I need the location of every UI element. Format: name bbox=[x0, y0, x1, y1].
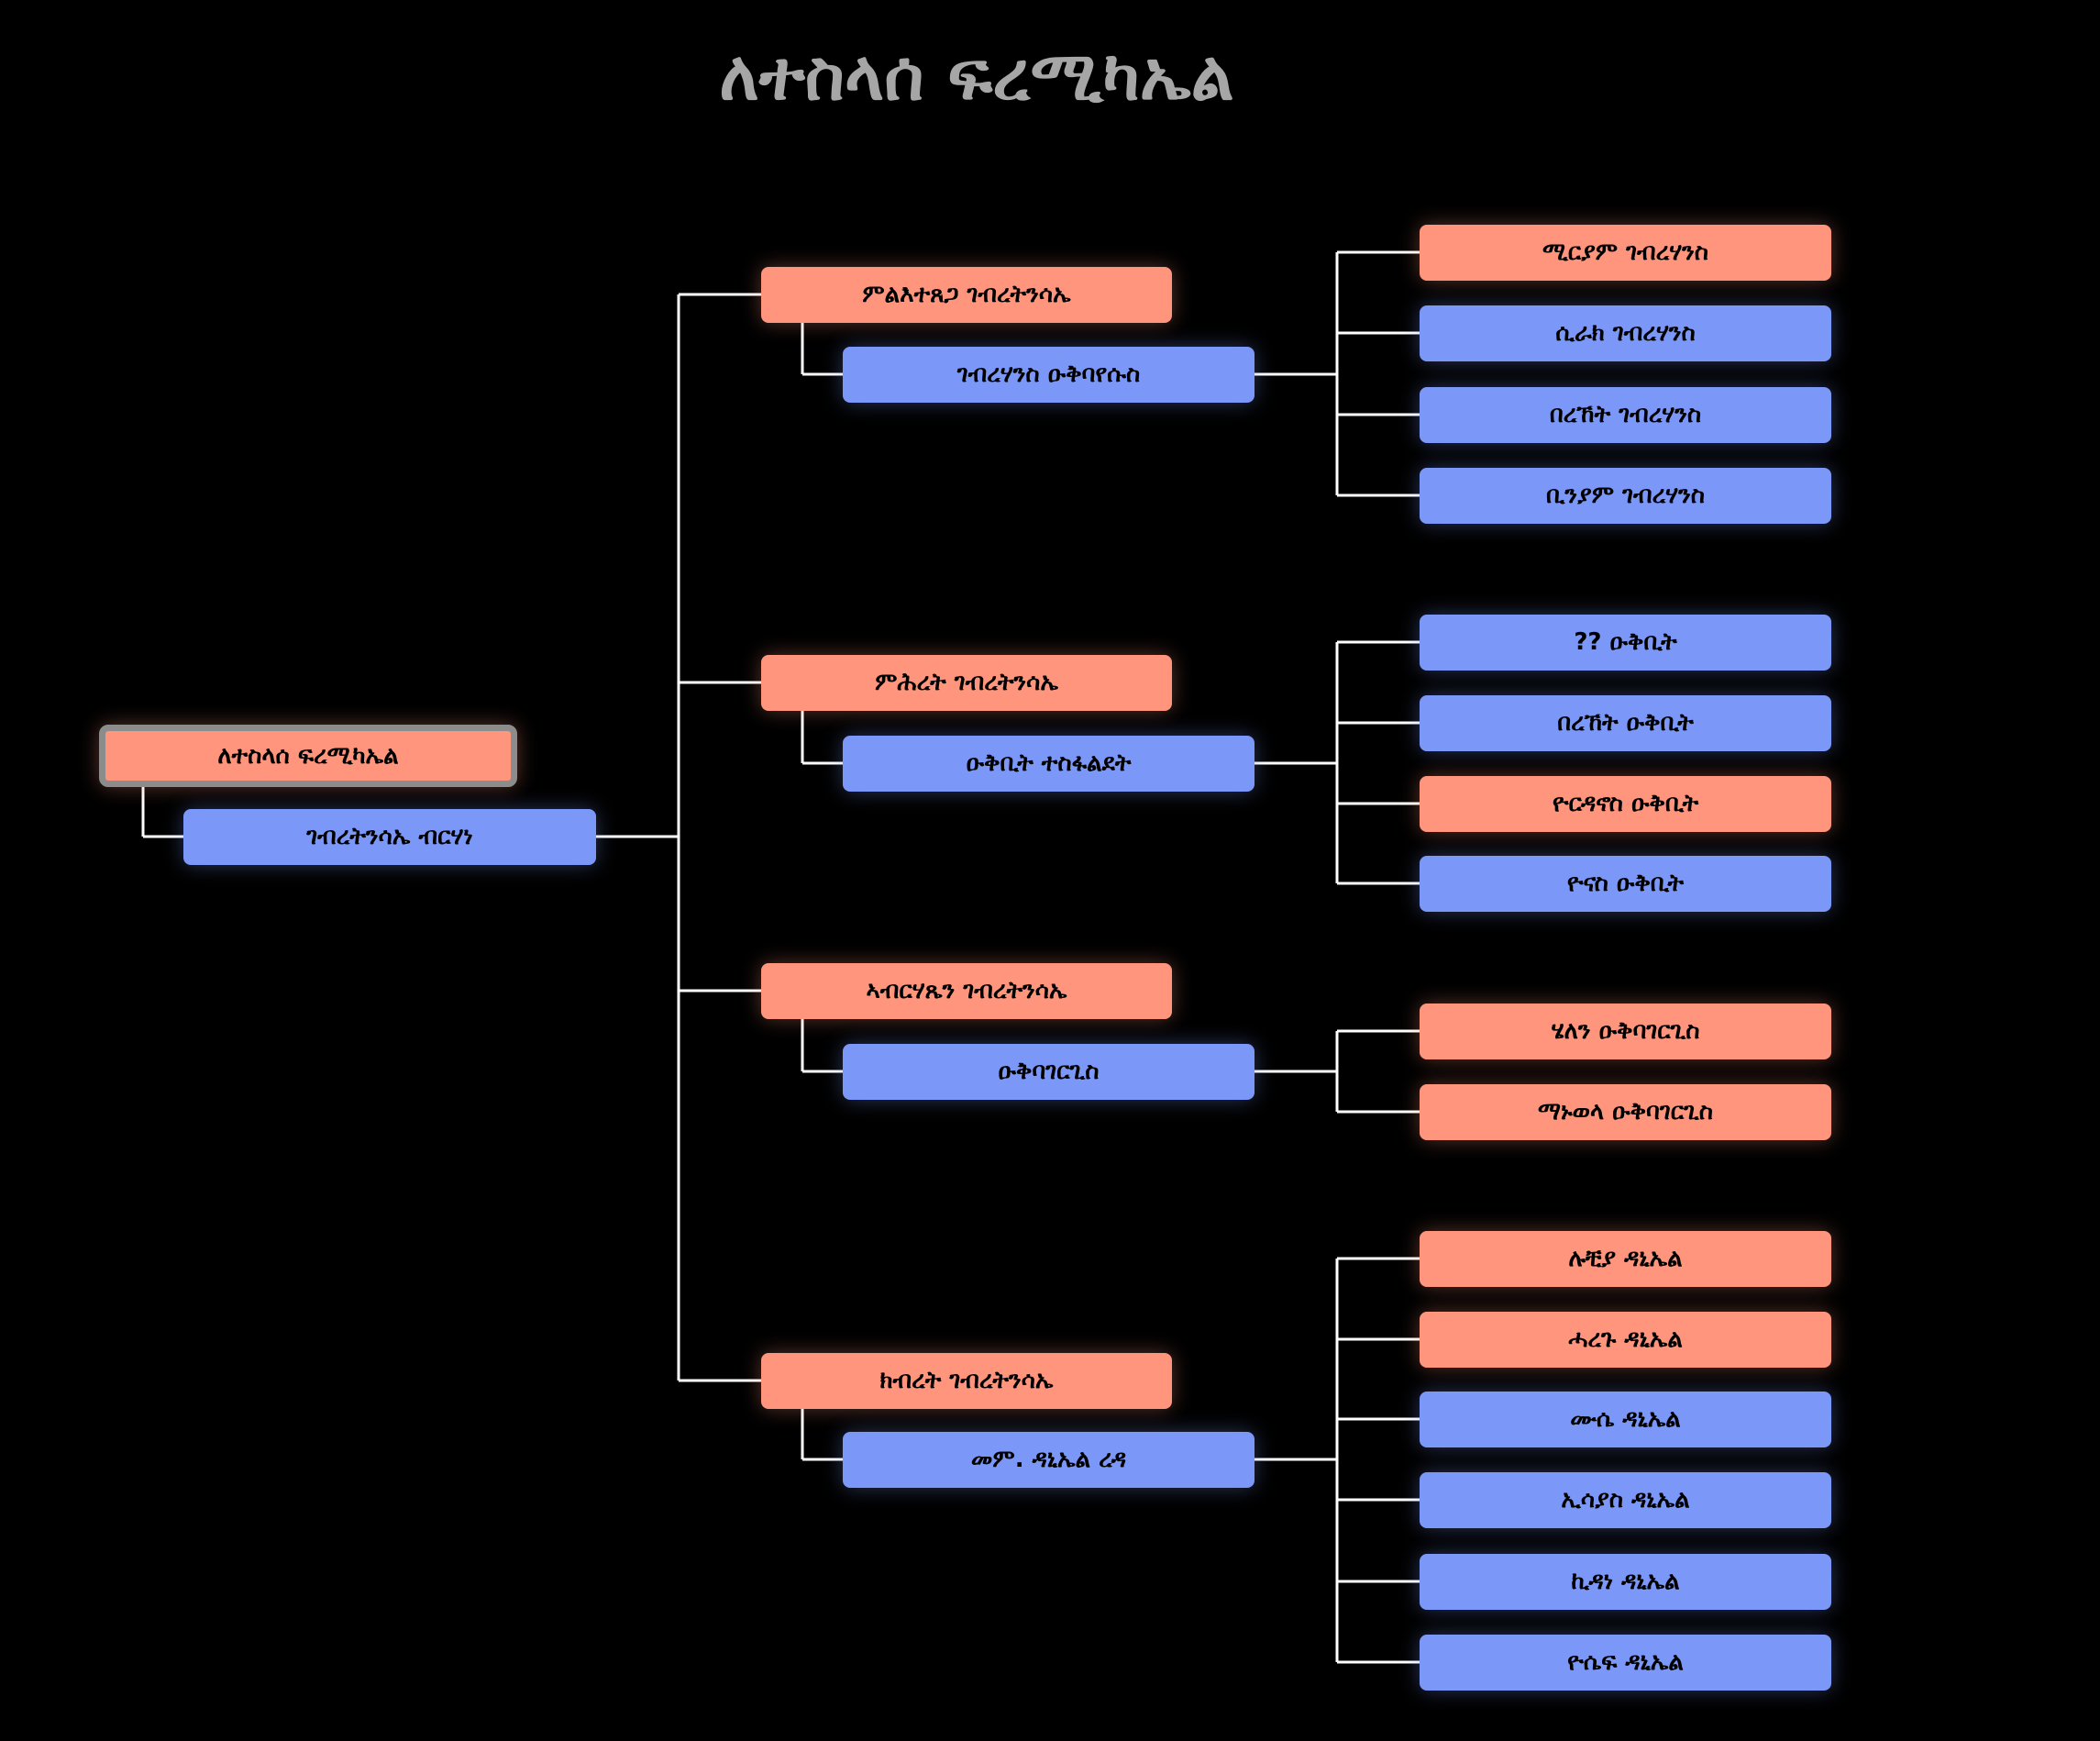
person-name: ኪዳነ ዳኒኤል bbox=[1571, 1568, 1680, 1595]
person-name: ኢሳያስ ዳኒኤል bbox=[1561, 1486, 1690, 1514]
person-name: ኣብርሃጼን ገብረትንሳኤ bbox=[866, 977, 1067, 1004]
grandchild-box[interactable]: ሚርያም ገብረሃንስ bbox=[1420, 225, 1831, 281]
grandchild-box[interactable]: ሲራክ ገብረሃንስ bbox=[1420, 305, 1831, 361]
person-name: ሓረጉ ዳኒኤል bbox=[1568, 1325, 1683, 1353]
person-name: ገብረትንሳኤ ብርሃነ bbox=[306, 823, 473, 850]
person-name: ምሕረት ገብረትንሳኤ bbox=[875, 669, 1058, 696]
root-spouse-box[interactable]: ገብረትንሳኤ ብርሃነ bbox=[183, 809, 596, 865]
child-box[interactable]: ምልእተጸጋ ገብረትንሳኤ bbox=[761, 267, 1172, 323]
child-spouse-box[interactable]: መም. ዳኒኤል ረዳ bbox=[843, 1432, 1254, 1488]
child-box[interactable]: ኣብርሃጼን ገብረትንሳኤ bbox=[761, 963, 1172, 1019]
person-name: ገብረሃንስ ዑቅባየሱስ bbox=[956, 360, 1141, 388]
grandchild-box[interactable]: ሙሴ ዳኒኤል bbox=[1420, 1392, 1831, 1447]
grandchild-box[interactable]: ሄለን ዑቅባገርጊስ bbox=[1420, 1004, 1831, 1059]
root-person-box[interactable]: ለተስላሰ ፍረሚካኤል bbox=[99, 725, 517, 787]
person-name: ማኑወላ ዑቅባገርጊስ bbox=[1537, 1098, 1714, 1126]
person-name: ምልእተጸጋ ገብረትንሳኤ bbox=[862, 281, 1071, 308]
child-box[interactable]: ምሕረት ገብረትንሳኤ bbox=[761, 655, 1172, 711]
chart-title: ለተስላሰ ፍረሚካኤል bbox=[719, 37, 1234, 116]
person-name: ለተስላሰ ፍረሚካኤል bbox=[217, 741, 399, 770]
person-name: ሉቺያ ዳኒኤል bbox=[1568, 1245, 1683, 1272]
child-spouse-box[interactable]: ዑቅባገርጊስ bbox=[843, 1044, 1254, 1100]
grandchild-box[interactable]: ዮርዳኖስ ዑቅቢት bbox=[1420, 776, 1831, 832]
grandchild-box[interactable]: ዮናስ ዑቅቢት bbox=[1420, 856, 1831, 912]
child-box[interactable]: ክብረት ገብረትንሳኤ bbox=[761, 1353, 1172, 1409]
grandchild-box[interactable]: ኪዳነ ዳኒኤል bbox=[1420, 1554, 1831, 1610]
grandchild-box[interactable]: በረኸት ዑቅቢት bbox=[1420, 695, 1831, 751]
grandchild-box[interactable]: ሉቺያ ዳኒኤል bbox=[1420, 1231, 1831, 1287]
person-name: ሲራክ ገብረሃንስ bbox=[1555, 319, 1696, 347]
person-name: ሙሴ ዳኒኤል bbox=[1570, 1405, 1681, 1433]
grandchild-box[interactable]: ?? ዑቅቢት bbox=[1420, 615, 1831, 671]
person-name: ?? ዑቅቢት bbox=[1574, 628, 1677, 656]
grandchild-box[interactable]: ማኑወላ ዑቅባገርጊስ bbox=[1420, 1084, 1831, 1140]
grandchild-box[interactable]: ኢሳያስ ዳኒኤል bbox=[1420, 1472, 1831, 1528]
child-spouse-box[interactable]: ገብረሃንስ ዑቅባየሱስ bbox=[843, 347, 1254, 403]
person-name: በረኸት ገብረሃንስ bbox=[1549, 401, 1702, 428]
person-name: ሄለን ዑቅባገርጊስ bbox=[1551, 1017, 1700, 1045]
person-name: ዑቅባገርጊስ bbox=[998, 1058, 1100, 1085]
person-name: መም. ዳኒኤል ረዳ bbox=[970, 1446, 1127, 1473]
person-name: ዮናስ ዑቅቢት bbox=[1566, 870, 1685, 897]
grandchild-box[interactable]: ቢንያም ገብረሃንስ bbox=[1420, 468, 1831, 524]
person-name: ዮሴፍ ዳኒኤል bbox=[1567, 1648, 1684, 1676]
person-name: ቢንያም ገብረሃንስ bbox=[1545, 482, 1705, 509]
child-spouse-box[interactable]: ዑቅቢት ተስፋልደት bbox=[843, 736, 1254, 792]
person-name: ክብረት ገብረትንሳኤ bbox=[879, 1367, 1054, 1394]
person-name: ሚርያም ገብረሃንስ bbox=[1542, 238, 1709, 266]
grandchild-box[interactable]: ሓረጉ ዳኒኤል bbox=[1420, 1312, 1831, 1368]
grandchild-box[interactable]: በረኸት ገብረሃንስ bbox=[1420, 387, 1831, 443]
grandchild-box[interactable]: ዮሴፍ ዳኒኤል bbox=[1420, 1635, 1831, 1691]
person-name: ዑቅቢት ተስፋልደት bbox=[966, 749, 1132, 777]
person-name: ዮርዳኖስ ዑቅቢት bbox=[1552, 790, 1699, 817]
person-name: በረኸት ዑቅቢት bbox=[1557, 709, 1694, 737]
